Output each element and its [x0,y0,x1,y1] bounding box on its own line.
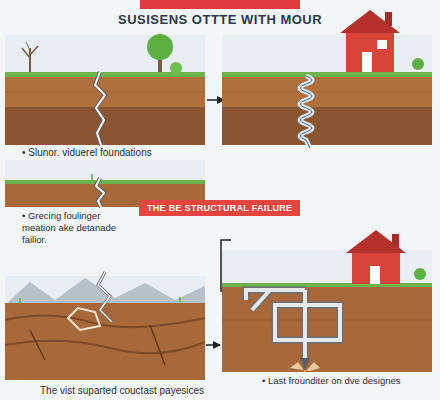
green-tree [170,62,182,74]
soil-panel [5,77,205,107]
caption: • Last frounditer on dve designes [262,375,434,387]
arrow [207,100,224,101]
foundation-panel [222,320,432,321]
bare-tree [22,48,30,58]
cracked-ground [30,330,45,360]
banner-text: THE BE STRUCTURAL FAILURE [147,203,292,213]
soil-panel [5,35,205,145]
soil-panel [95,72,105,145]
cracked-ground [98,272,112,322]
arrow [207,99,224,101]
bracket-arrow [206,344,220,346]
banner-label: THE BE STRUCTURAL FAILURE [139,200,300,216]
cracked-ground [5,315,205,327]
soil-panel [222,107,432,145]
cracked-ground [150,325,165,365]
house [377,40,387,49]
foundation-panel [222,250,432,372]
house [352,250,400,284]
top-banner [140,0,300,9]
soil-panel [96,178,104,207]
bare-tree [29,48,31,72]
house [412,58,424,70]
foundation-panel [222,283,432,287]
spiral-crack [300,76,312,148]
soil-panel [5,180,205,184]
house [414,268,426,280]
cracked-ground [5,341,205,354]
house [362,52,372,72]
cracked-ground [68,308,100,330]
caption: • Grecing foulinger meation ake detanade… [22,210,134,246]
pipe-support [246,290,340,360]
cracked-ground [98,272,112,322]
soil-panel [222,35,432,145]
green-tree [147,34,173,60]
bare-tree [26,42,30,50]
green-tree [147,34,182,74]
house [340,10,424,72]
pipe-support [246,290,340,360]
house [346,230,426,284]
spiral-crack [300,76,312,148]
soil-panel [95,72,105,145]
house [346,30,394,72]
pipe-support [246,290,340,372]
foundation-panel [222,287,432,372]
pipe-support [290,362,320,372]
soil-panel [96,178,104,207]
house [346,230,406,253]
soil-panel [222,77,432,107]
house [370,266,380,284]
cracked-ground [179,297,181,304]
soil-panel [222,92,432,93]
soil-panel [222,35,432,145]
house [340,10,400,33]
caption: The vist suparted couctast payesices [40,385,240,398]
soil-panel [222,72,432,77]
soil-panel [5,35,205,145]
title: SUSISENS OTTTE WITH MOUR [118,12,322,28]
soil-panel [5,107,205,145]
spiral-crack [300,76,312,148]
cracked-ground [19,298,21,304]
bare-tree [22,42,38,72]
caption: • Slunor. viduerel foundations [22,147,207,160]
foundation-panel [222,250,432,372]
bare-tree [30,46,38,55]
top-banner [140,0,300,9]
cracked-ground [5,272,205,380]
soil-panel [91,174,93,180]
